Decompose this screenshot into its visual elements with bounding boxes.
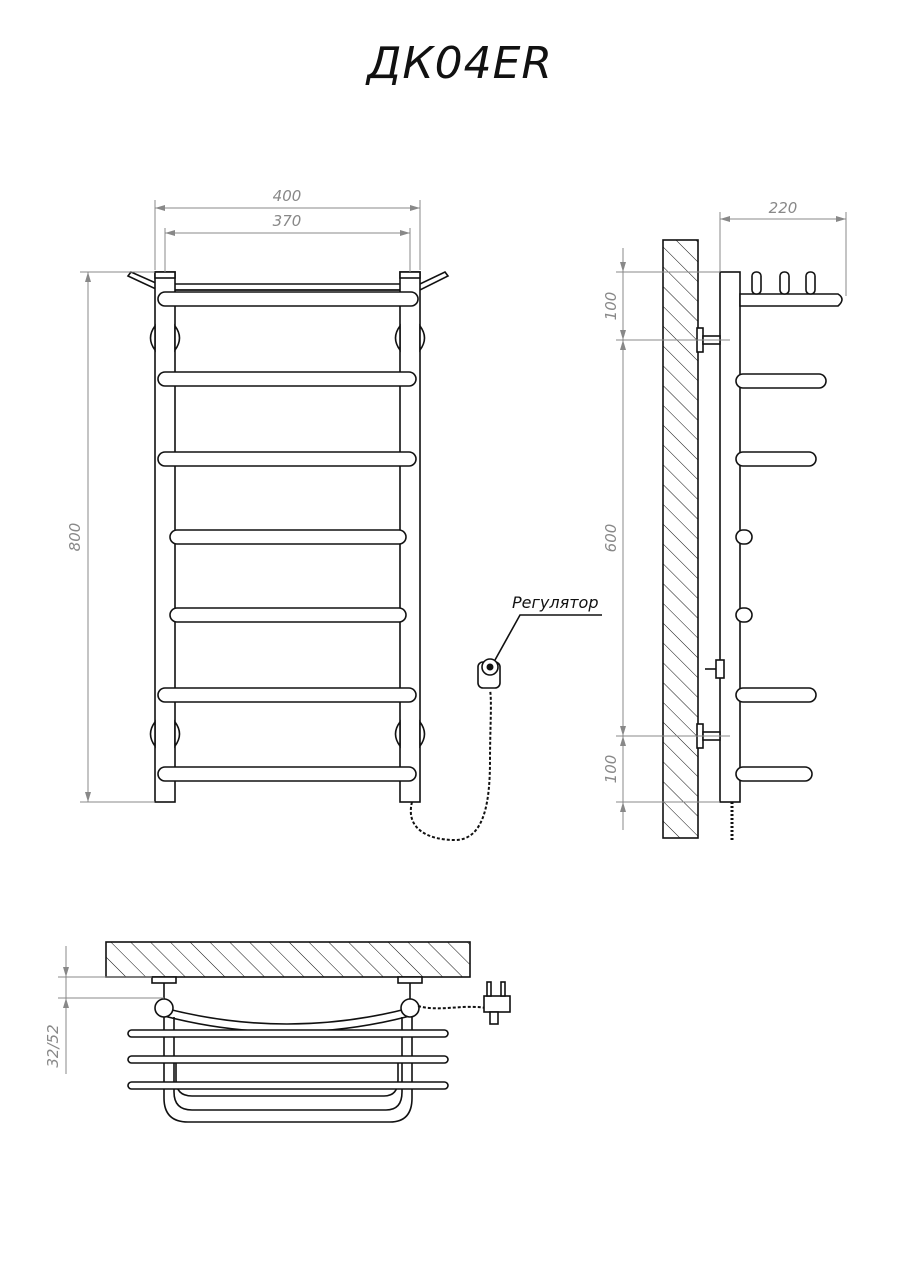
regulator-icon bbox=[477, 658, 501, 689]
regulator-leader bbox=[494, 614, 602, 661]
rung bbox=[169, 607, 407, 623]
side-rung bbox=[735, 451, 817, 467]
dim-top-offset: 100 bbox=[602, 292, 620, 321]
dim-bottom-offset: 100 bbox=[602, 755, 620, 784]
top-rung bbox=[127, 1029, 449, 1038]
top-dimensions: 32/52 bbox=[44, 946, 164, 1074]
top-cable bbox=[417, 1005, 487, 1010]
side-rung bbox=[735, 529, 753, 545]
front-dimensions: 400 370 800 bbox=[66, 187, 421, 803]
rung bbox=[157, 371, 417, 387]
side-rung bbox=[735, 607, 753, 623]
front-view: Регулятор bbox=[126, 270, 602, 842]
side-rung bbox=[735, 373, 827, 389]
side-tube-section bbox=[400, 998, 420, 1018]
rung bbox=[157, 291, 419, 307]
side-dimensions: 220 100 600 100 bbox=[602, 199, 847, 830]
top-rung bbox=[127, 1055, 449, 1064]
rung bbox=[169, 529, 407, 545]
rung bbox=[157, 687, 417, 703]
side-rung bbox=[735, 687, 817, 703]
regulator-label: Регулятор bbox=[512, 593, 598, 612]
dim-height-total: 800 bbox=[66, 523, 84, 552]
top-rung bbox=[127, 1081, 449, 1090]
dim-wall-gap: 32/52 bbox=[44, 1024, 62, 1067]
rung bbox=[157, 766, 417, 782]
dim-width-outer: 400 bbox=[273, 187, 302, 205]
side-shelf bbox=[739, 293, 843, 307]
plug-icon bbox=[483, 981, 511, 1025]
wall-section-top bbox=[105, 941, 471, 978]
side-tube-section bbox=[154, 998, 174, 1018]
power-cable bbox=[409, 689, 492, 842]
wall-section bbox=[662, 239, 699, 839]
side-view bbox=[662, 239, 843, 842]
top-view bbox=[105, 941, 511, 1123]
rung bbox=[157, 451, 417, 467]
dim-depth: 220 bbox=[769, 199, 798, 217]
drawing-title: ДК04ER bbox=[365, 38, 553, 89]
dim-mount-spacing: 600 bbox=[602, 524, 620, 553]
wall-mount bbox=[149, 323, 426, 749]
side-rung bbox=[735, 766, 813, 782]
dim-width-inner: 370 bbox=[273, 212, 302, 230]
